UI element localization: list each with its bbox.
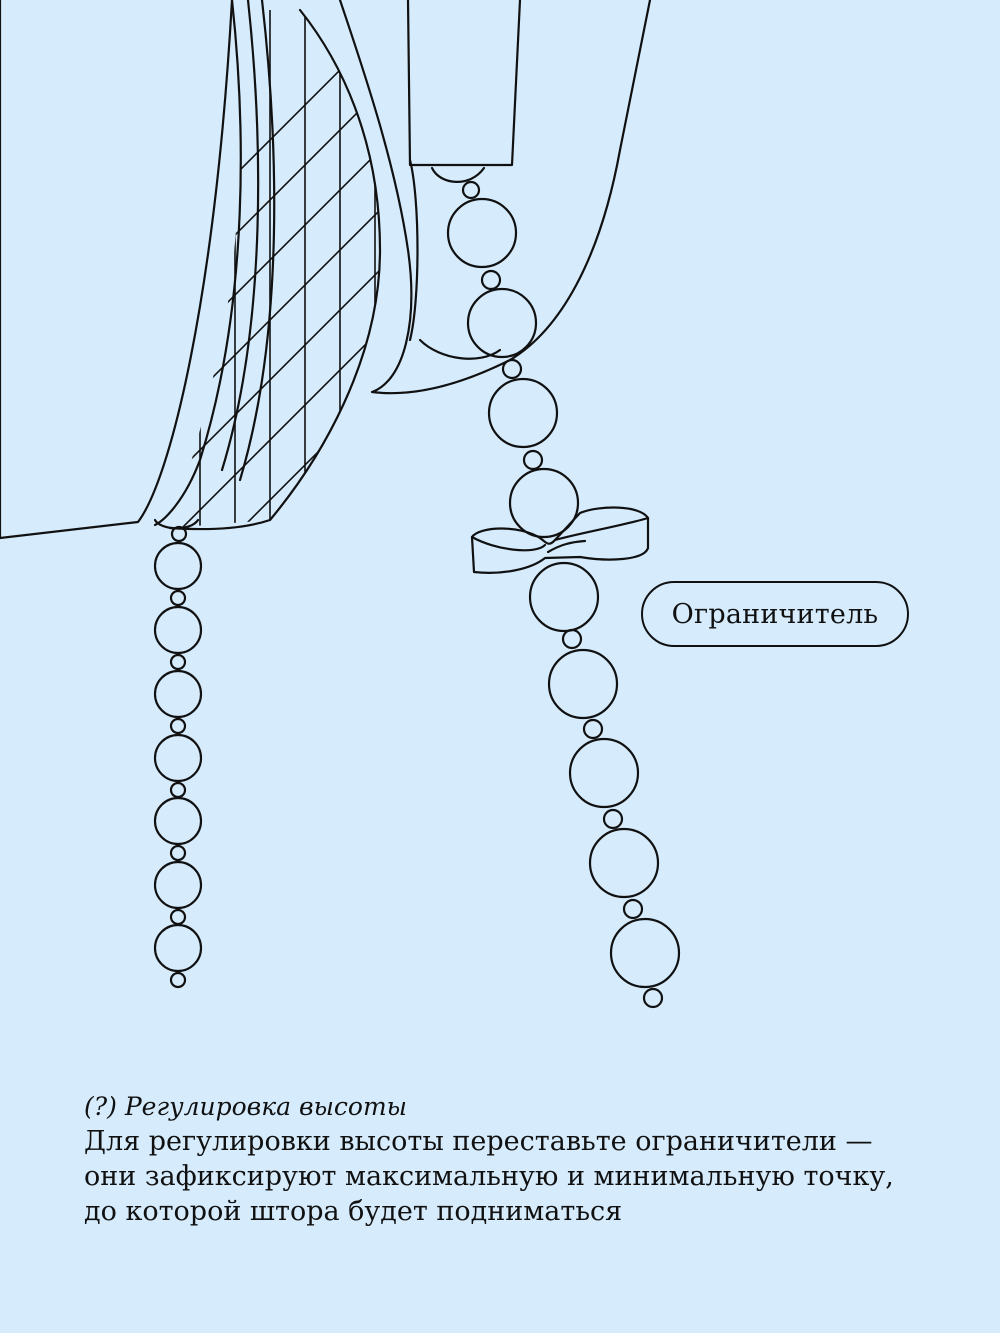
mechanism-housing (338, 0, 652, 395)
left-bead-chain (153, 518, 203, 989)
stopper-callout-label: Ограничитель (641, 581, 909, 647)
caption-body: Для регулировки высоты переставьте огран… (84, 1126, 894, 1227)
caption-block: (?) Регулировка высоты Для регулировки в… (84, 1090, 944, 1229)
callout-text: Ограничитель (671, 598, 879, 630)
caption-title: (?) Регулировка высоты (84, 1092, 408, 1121)
wall-bracket (0, 0, 234, 540)
fabric-roll (153, 0, 382, 531)
roller-blind-illustration (0, 0, 681, 1009)
right-bead-chain (430, 166, 681, 1009)
chain-stopper (470, 506, 650, 574)
